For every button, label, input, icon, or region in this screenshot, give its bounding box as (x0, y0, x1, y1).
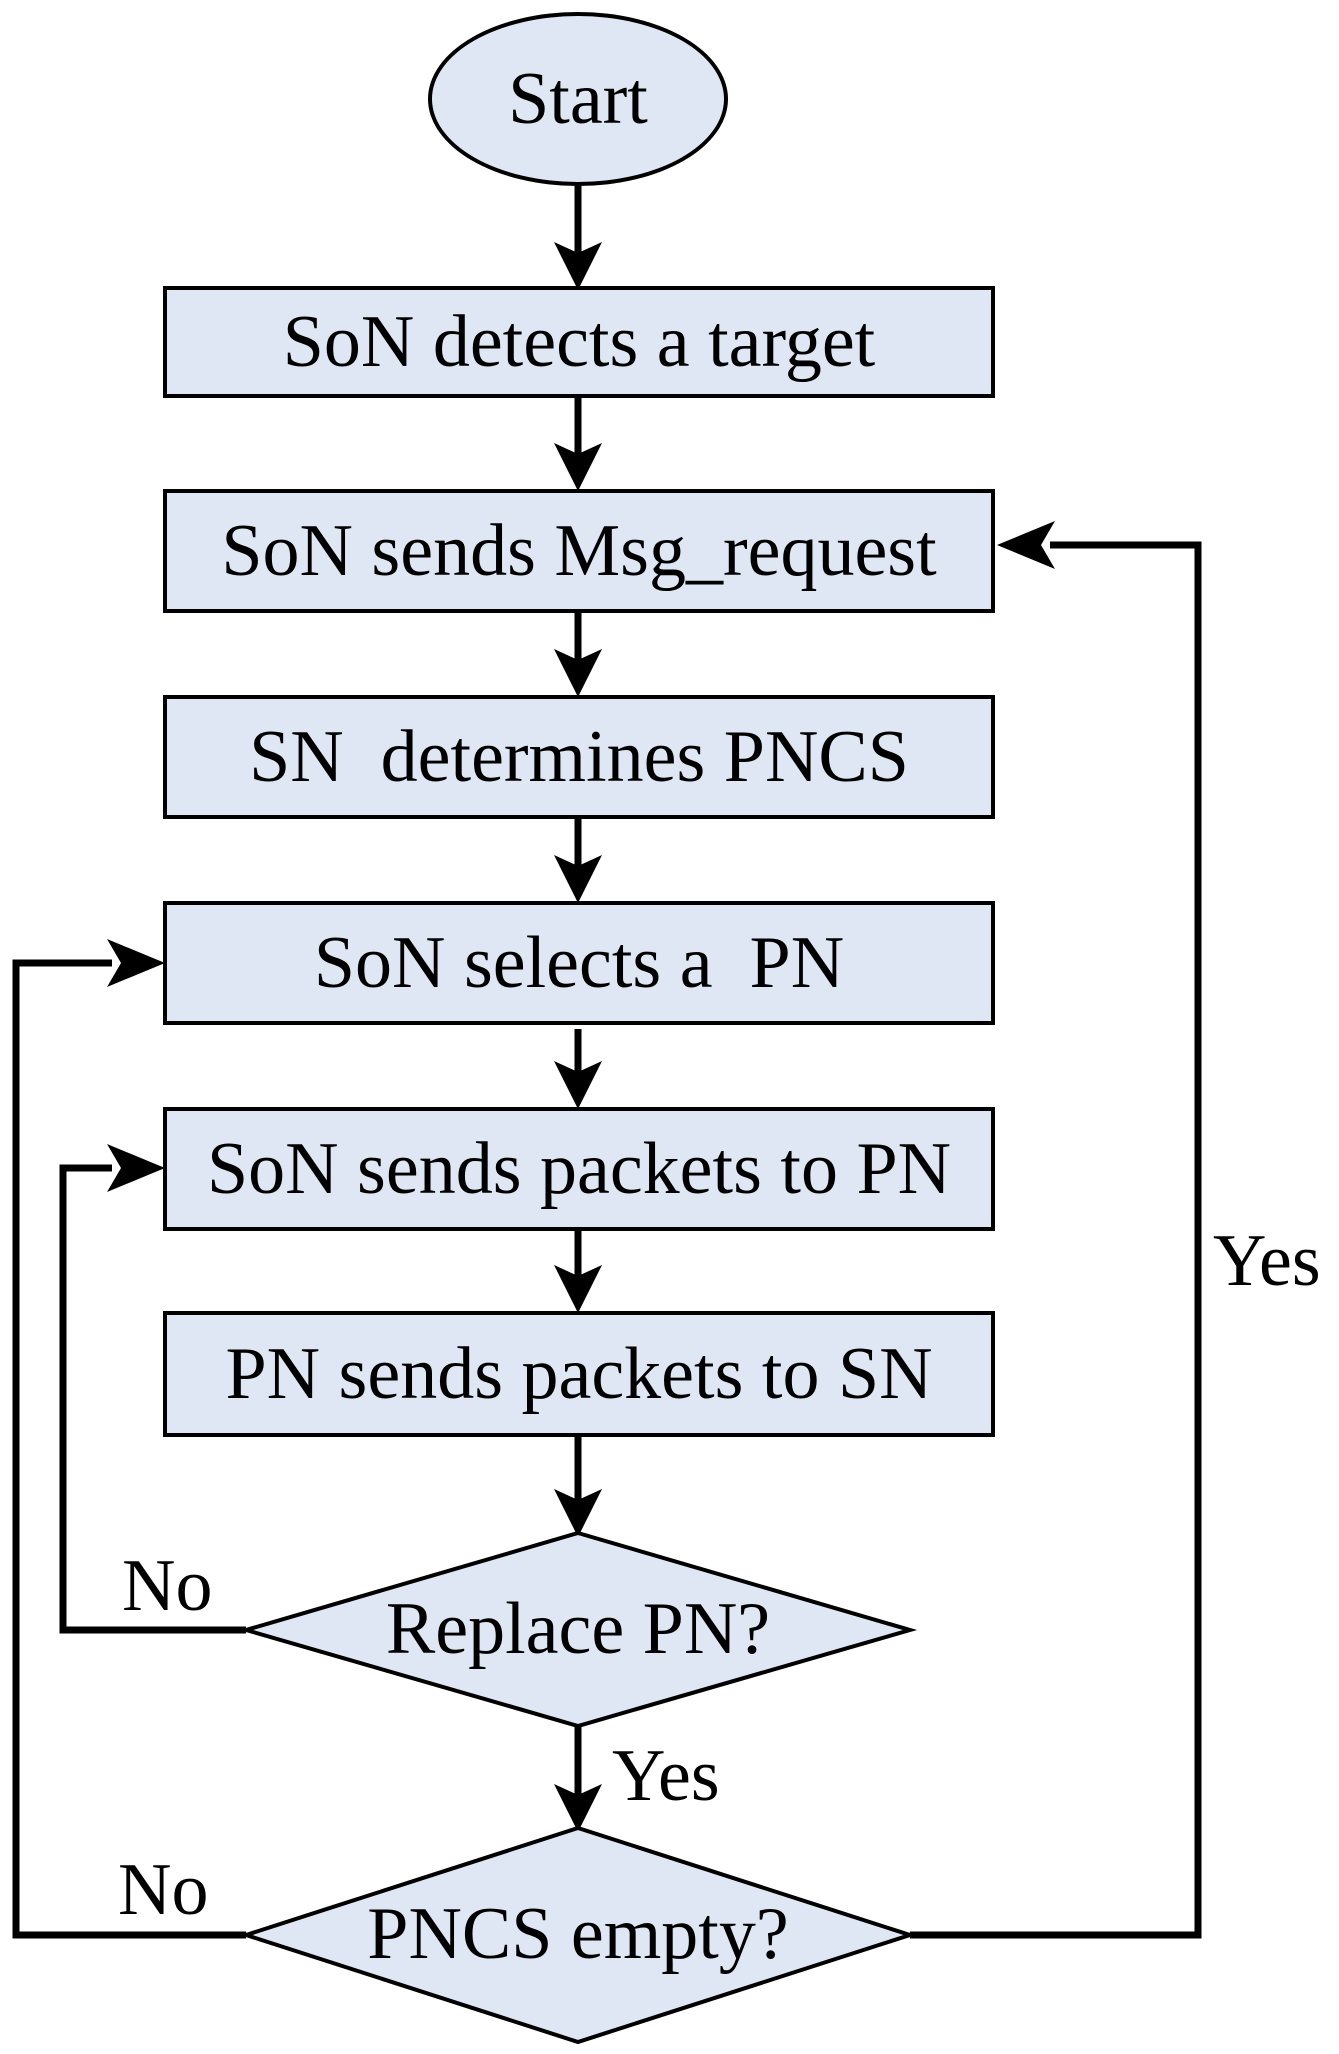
node-determine-pncs: SN determines PNCS (163, 695, 995, 819)
node-determine-pncs-label: SN determines PNCS (249, 716, 909, 798)
node-send-msg-request-label: SoN sends Msg_request (221, 510, 937, 592)
arrowhead-replace-no-loop (107, 1144, 165, 1192)
node-select-pn: SoN selects a PN (163, 901, 995, 1025)
arrowhead-empty-no-loop (107, 939, 165, 987)
arrowhead-select-to-sendpn (554, 1061, 602, 1109)
node-pncs-empty-label: PNCS empty? (367, 1893, 789, 1975)
decision-pncs-empty-shape (239, 1825, 917, 2045)
edge-label-empty-yes: Yes (1213, 1220, 1321, 1302)
node-send-packets-to-sn-label: PN sends packets to SN (225, 1333, 933, 1415)
arrowhead-empty-yes-loop (997, 521, 1055, 569)
edge-empty-yes-loop (910, 541, 1202, 1939)
arrowhead-sendsn-to-replace (554, 1489, 602, 1537)
arrowhead-start-to-detect (554, 242, 602, 290)
node-detect-target: SoN detects a target (163, 286, 995, 398)
arrowhead-determine-to-select (554, 855, 602, 903)
edge-label-replace-yes: Yes (612, 1735, 720, 1817)
edge-empty-no-loop (12, 959, 246, 1939)
arrowhead-replace-to-empty (554, 1784, 602, 1832)
node-start: Start (428, 12, 728, 186)
node-send-packets-to-pn: SoN sends packets to PN (163, 1107, 995, 1231)
edge-label-replace-no: No (122, 1545, 213, 1627)
node-send-packets-to-pn-label: SoN sends packets to PN (206, 1128, 952, 1210)
node-send-msg-request: SoN sends Msg_request (163, 489, 995, 613)
node-start-label: Start (508, 58, 648, 140)
node-replace-pn-label: Replace PN? (385, 1588, 771, 1670)
arrowhead-request-to-determine (554, 649, 602, 697)
node-detect-target-label: SoN detects a target (282, 301, 876, 383)
decision-replace-pn-shape (238, 1530, 918, 1729)
arrowhead-detect-to-request (554, 443, 602, 491)
arrowhead-sendpn-to-sendsn (554, 1265, 602, 1313)
node-send-packets-to-sn: PN sends packets to SN (163, 1311, 995, 1437)
edge-label-empty-no: No (118, 1849, 209, 1931)
node-select-pn-label: SoN selects a PN (313, 922, 845, 1004)
edge-replace-no-loop (59, 1164, 246, 1634)
